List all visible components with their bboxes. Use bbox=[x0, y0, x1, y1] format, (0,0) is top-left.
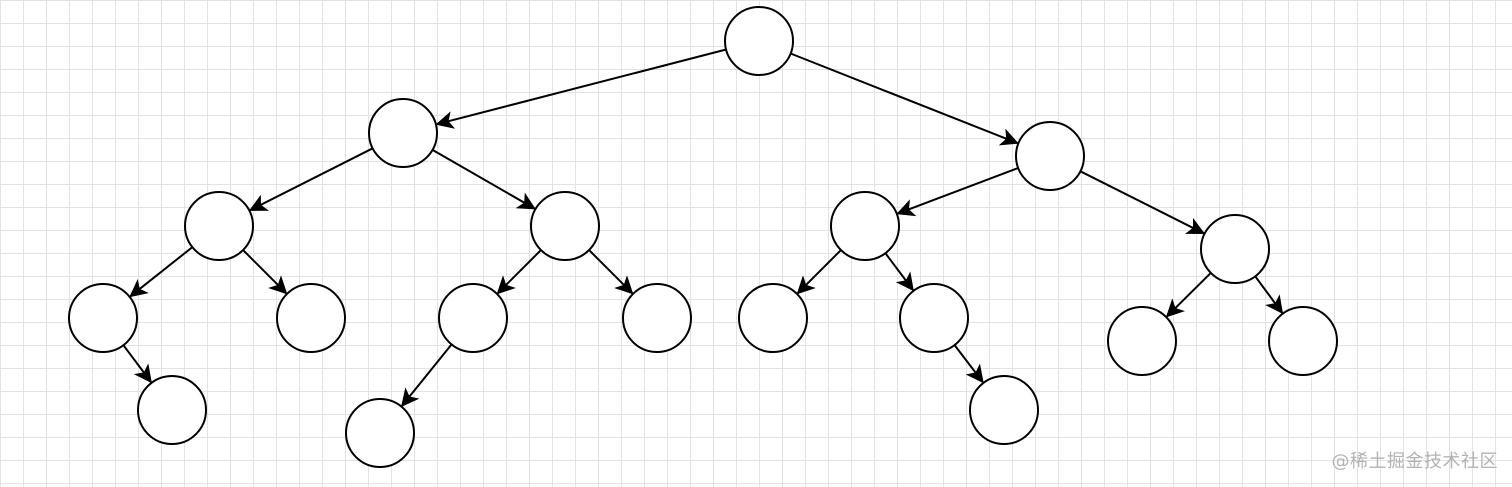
tree-edge-arrow bbox=[896, 167, 1019, 217]
tree-edge-arrow bbox=[248, 147, 374, 212]
tree-edge-arrow bbox=[1079, 170, 1206, 235]
tree-node bbox=[137, 375, 207, 445]
tree-edge-arrow bbox=[129, 246, 194, 298]
tree-node bbox=[345, 398, 415, 468]
tree-node bbox=[969, 375, 1039, 445]
tree-edge-arrow bbox=[242, 249, 288, 295]
tree-edge-arrow bbox=[435, 48, 727, 129]
tree-edge-arrow bbox=[496, 249, 542, 295]
tree-edge-arrow bbox=[953, 344, 984, 384]
tree-node bbox=[738, 283, 808, 353]
tree-node bbox=[622, 283, 692, 353]
tree-edge-arrow bbox=[432, 149, 536, 210]
tree-nodes bbox=[68, 6, 1338, 468]
tree-edge-arrow bbox=[122, 344, 152, 384]
tree-node bbox=[1200, 214, 1270, 284]
tree-edge-arrow bbox=[790, 52, 1019, 146]
tree-node bbox=[368, 98, 438, 168]
tree-node bbox=[68, 283, 138, 353]
tree-node bbox=[1015, 121, 1085, 191]
tree-node bbox=[724, 6, 794, 76]
tree-node bbox=[830, 191, 900, 261]
tree-node bbox=[530, 191, 600, 261]
tree-edge-arrow bbox=[884, 252, 914, 292]
tree-node bbox=[1268, 306, 1338, 376]
tree-edge-arrow bbox=[1165, 272, 1212, 318]
tree-node bbox=[276, 283, 346, 353]
tree-edge-arrow bbox=[796, 249, 842, 295]
watermark-text: @稀土掘金技术社区 bbox=[1331, 451, 1498, 472]
tree-node bbox=[184, 191, 254, 261]
tree-node bbox=[438, 283, 508, 353]
tree-edges bbox=[122, 48, 1284, 407]
tree-edge-arrow bbox=[588, 249, 634, 295]
tree-node bbox=[1107, 306, 1177, 376]
tree-edge-arrow bbox=[1254, 275, 1284, 315]
tree-edge-arrow bbox=[401, 343, 453, 407]
tree-node bbox=[899, 283, 969, 353]
